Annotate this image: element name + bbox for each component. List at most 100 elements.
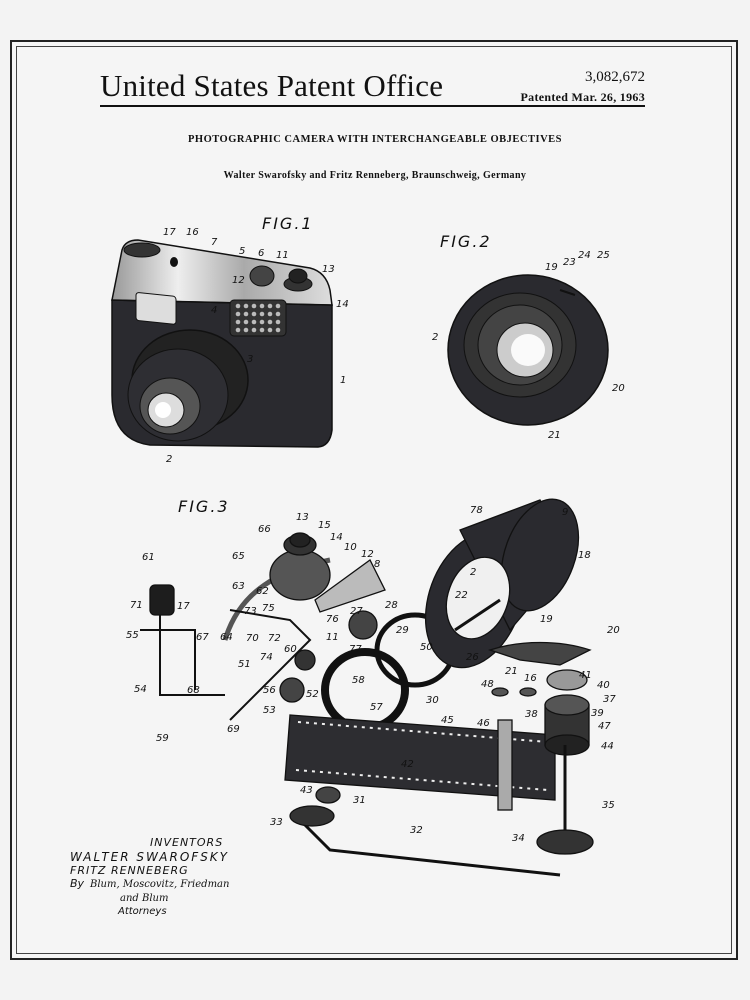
fig2-reference-numeral: 24 <box>578 250 591 261</box>
inner-border <box>16 46 732 954</box>
fig3-reference-numeral: 19 <box>540 614 553 625</box>
heading-rule <box>100 105 645 107</box>
fig3-reference-numeral: 70 <box>246 633 259 644</box>
attorney-signature-1: Blum, Moscovitz, Friedman <box>90 879 230 890</box>
fig3-reference-numeral: 34 <box>512 833 525 844</box>
fig3-reference-numeral: 28 <box>385 600 398 611</box>
fig3-reference-numeral: 44 <box>601 741 614 752</box>
fig3-reference-numeral: 48 <box>481 679 494 690</box>
by-label: By <box>70 877 85 890</box>
fig3-reference-numeral: 74 <box>260 652 273 663</box>
fig3-reference-numeral: 15 <box>318 520 331 531</box>
fig3-reference-numeral: 16 <box>524 673 537 684</box>
fig3-reference-numeral: 47 <box>598 721 611 732</box>
fig3-reference-numeral: 37 <box>603 694 616 705</box>
fig1-reference-numeral: 5 <box>239 246 245 257</box>
fig1-reference-numeral: 4 <box>211 305 217 316</box>
fig3-reference-numeral: 55 <box>126 630 139 641</box>
fig3-mechanism-drawing <box>140 498 594 877</box>
fig1-label: FIG.1 <box>262 214 314 233</box>
fig2-reference-numeral: 19 <box>545 262 558 273</box>
fig3-reference-numeral: 62 <box>256 586 269 597</box>
fig2-reference-numeral: 25 <box>597 250 610 261</box>
fig3-reference-numeral: 13 <box>296 512 309 523</box>
fig3-reference-numeral: 58 <box>352 675 365 686</box>
fig1-reference-numeral: 14 <box>336 299 349 310</box>
fig3-reference-numeral: 30 <box>426 695 439 706</box>
fig1-reference-numeral: 1 <box>340 375 346 386</box>
fig1-reference-numeral: 7 <box>211 237 218 248</box>
attorneys-label: Attorneys <box>118 906 167 917</box>
patent-sheet-border <box>10 40 738 960</box>
fig2-reference-numeral: 23 <box>563 257 576 268</box>
fig2-reference-numeral: 21 <box>548 430 561 441</box>
fig3-reference-numeral: 12 <box>361 549 374 560</box>
fig3-reference-numeral: 51 <box>238 659 251 670</box>
fig3-reference-numeral: 60 <box>284 644 297 655</box>
fig3-reference-numeral: 11 <box>326 632 339 643</box>
fig3-reference-numeral: 52 <box>306 689 319 700</box>
fig3-reference-numeral: 76 <box>326 614 339 625</box>
fig3-reference-numeral: 14 <box>330 532 343 543</box>
fig2-label: FIG.2 <box>440 232 492 251</box>
fig1-camera-drawing <box>111 239 333 448</box>
fig3-reference-numeral: 57 <box>370 702 383 713</box>
fig3-reference-numeral: 46 <box>477 718 490 729</box>
fig3-reference-numeral: 39 <box>591 708 604 719</box>
inventors-line: Walter Swarofsky and Fritz Renneberg, Br… <box>223 170 527 181</box>
fig3-reference-numeral: 54 <box>134 684 147 695</box>
fig3-reference-numeral: 33 <box>270 817 283 828</box>
fig3-reference-numeral: 72 <box>268 633 281 644</box>
fig3-label: FIG.3 <box>178 497 230 516</box>
patent-title: PHOTOGRAPHIC CAMERA WITH INTERCHANGEABLE… <box>187 134 562 145</box>
fig3-reference-numeral: 78 <box>470 505 483 516</box>
fig3-reference-numeral: 69 <box>227 724 240 735</box>
fig3-reference-numeral: 17 <box>177 601 190 612</box>
fig3-reference-numeral: 56 <box>263 685 276 696</box>
inventor-name-1: WALTER SWAROFSKY <box>70 850 230 864</box>
fig3-reference-numeral: 29 <box>396 625 409 636</box>
fig3-reference-numeral: 59 <box>156 733 169 744</box>
fig3-reference-numeral: 77 <box>349 644 362 655</box>
fig3-reference-numeral: 64 <box>220 632 233 643</box>
fig3-reference-numeral: 32 <box>410 825 423 836</box>
fig3-reference-numeral: 45 <box>441 715 454 726</box>
fig3-reference-numeral: 26 <box>466 652 479 663</box>
fig3-reference-numeral: 66 <box>258 524 271 535</box>
fig3-reference-numeral: 73 <box>244 606 257 617</box>
fig3-reference-numeral: 65 <box>232 551 245 562</box>
fig2-lens-drawing <box>447 274 609 426</box>
fig3-reference-numeral: 18 <box>578 550 591 561</box>
fig3-reference-numeral: 50 <box>420 642 433 653</box>
fig3-reference-numeral: 42 <box>401 759 414 770</box>
fig3-reference-numeral: 68 <box>187 685 200 696</box>
fig1-reference-numeral: 6 <box>258 248 264 259</box>
attorney-signature-2: and Blum <box>120 893 169 904</box>
fig3-reference-numeral: 61 <box>142 552 155 563</box>
patent-date: Patented Mar. 26, 1963 <box>520 90 645 104</box>
fig2-reference-numeral: 20 <box>612 383 625 394</box>
fig3-reference-numeral: 75 <box>262 603 275 614</box>
fig3-reference-numeral: 21 <box>505 666 518 677</box>
fig3-reference-numeral: 2 <box>470 567 476 578</box>
fig2-reference-numeral: 2 <box>432 332 438 343</box>
patent-office-heading: United States Patent Office <box>100 68 444 103</box>
fig3-reference-numeral: 53 <box>263 705 276 716</box>
fig3-reference-numeral: 63 <box>232 581 245 592</box>
fig1-reference-numeral: 11 <box>276 250 289 261</box>
fig1-reference-numeral: 17 <box>163 227 176 238</box>
fig3-reference-numeral: 27 <box>350 606 363 617</box>
fig1-reference-numeral: 13 <box>322 264 335 275</box>
fig3-reference-numeral: 71 <box>130 600 143 611</box>
fig3-reference-numeral: 40 <box>597 680 610 691</box>
fig3-reference-numeral: 31 <box>353 795 366 806</box>
fig1-reference-numeral: 12 <box>232 275 245 286</box>
fig3-reference-numeral: 9 <box>562 507 568 518</box>
fig3-reference-numeral: 10 <box>344 542 357 553</box>
fig3-reference-numeral: 67 <box>196 632 209 643</box>
fig3-reference-numeral: 43 <box>300 785 313 796</box>
inventor-name-2: FRITZ RENNEBERG <box>70 864 189 877</box>
fig3-reference-numeral: 8 <box>374 559 380 570</box>
fig3-reference-numeral: 22 <box>455 590 468 601</box>
